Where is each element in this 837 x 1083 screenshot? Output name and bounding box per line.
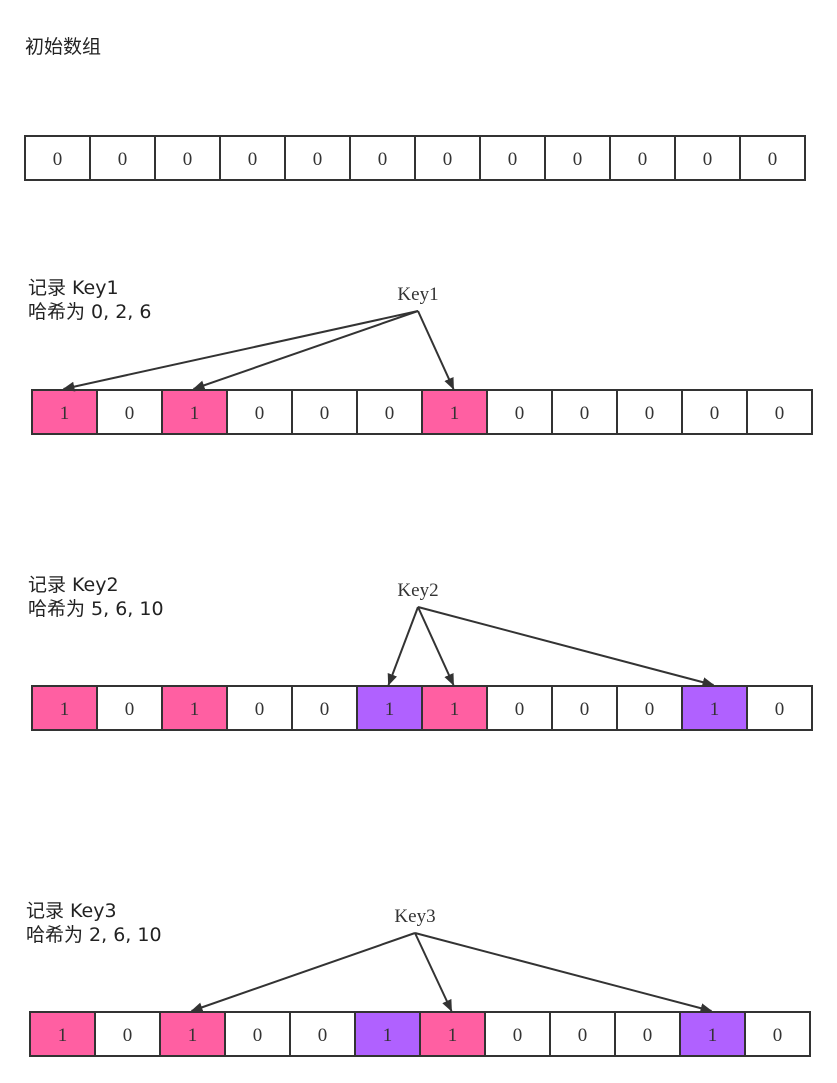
array-cell: 0 [748,687,813,729]
hash-arrow [414,932,713,1014]
array-cell: 0 [488,391,553,433]
key1-caption-line2: 哈希为 0, 2, 6 [28,301,152,323]
array-cell: 0 [746,1013,811,1055]
initial-array: 0 0 0 0 0 0 0 0 0 0 0 0 [24,135,806,181]
array-cell: 1 [421,1013,486,1055]
key1-label: Key1 [397,284,439,305]
array-cell: 1 [33,687,98,729]
array-cell: 0 [91,137,156,179]
array-cell: 0 [228,687,293,729]
array-cell: 0 [291,1013,356,1055]
array-cell: 0 [551,1013,616,1055]
array-cell: 0 [221,137,286,179]
array-cell: 0 [416,137,481,179]
array-cell: 1 [163,687,228,729]
hash-arrow [192,310,419,391]
array-cell: 0 [546,137,611,179]
hash-arrow [417,606,715,688]
array-cell: 0 [618,687,683,729]
hash-arrow [417,606,455,686]
hash-arrow [387,606,419,686]
key2-array: 1 0 1 0 0 1 1 0 0 0 1 0 [31,685,813,731]
array-cell: 0 [358,391,423,433]
key3-label: Key3 [394,906,436,927]
key1-array: 1 0 1 0 0 0 1 0 0 0 0 0 [31,389,813,435]
array-cell: 1 [161,1013,226,1055]
array-cell: 0 [98,391,163,433]
array-cell: 0 [26,137,91,179]
array-cell: 1 [683,687,748,729]
array-cell: 0 [228,391,293,433]
initial-array-title: 初始数组 [25,36,102,58]
array-cell: 0 [96,1013,161,1055]
key3-caption-line2: 哈希为 2, 6, 10 [26,924,162,946]
array-cell: 0 [226,1013,291,1055]
array-cell: 0 [293,391,358,433]
array-cell: 1 [163,391,228,433]
array-cell: 0 [488,687,553,729]
hash-arrow [414,932,453,1012]
array-cell: 1 [31,1013,96,1055]
array-cell: 0 [683,391,748,433]
array-cell: 1 [423,391,488,433]
key3-caption-line1: 记录 Key3 [26,900,117,922]
array-cell: 0 [351,137,416,179]
array-cell: 0 [156,137,221,179]
array-cell: 0 [676,137,741,179]
array-cell: 0 [616,1013,681,1055]
array-cell: 0 [748,391,813,433]
key2-caption-line2: 哈希为 5, 6, 10 [28,598,164,620]
array-cell: 0 [553,687,618,729]
array-cell: 1 [681,1013,746,1055]
array-cell: 0 [486,1013,551,1055]
array-cell: 0 [293,687,358,729]
array-cell: 1 [358,687,423,729]
hash-arrow [190,932,416,1013]
hash-arrow [417,310,455,390]
array-cell: 1 [356,1013,421,1055]
array-cell: 1 [33,391,98,433]
array-cell: 0 [741,137,806,179]
array-cell: 0 [618,391,683,433]
array-cell: 0 [553,391,618,433]
array-cell: 0 [481,137,546,179]
array-cell: 0 [98,687,163,729]
key2-caption-line1: 记录 Key2 [28,574,119,596]
key3-array: 1 0 1 0 0 1 1 0 0 0 1 0 [29,1011,811,1057]
key2-label: Key2 [397,580,439,601]
array-cell: 1 [423,687,488,729]
array-cell: 0 [286,137,351,179]
array-cell: 0 [611,137,676,179]
key1-caption-line1: 记录 Key1 [28,277,119,299]
